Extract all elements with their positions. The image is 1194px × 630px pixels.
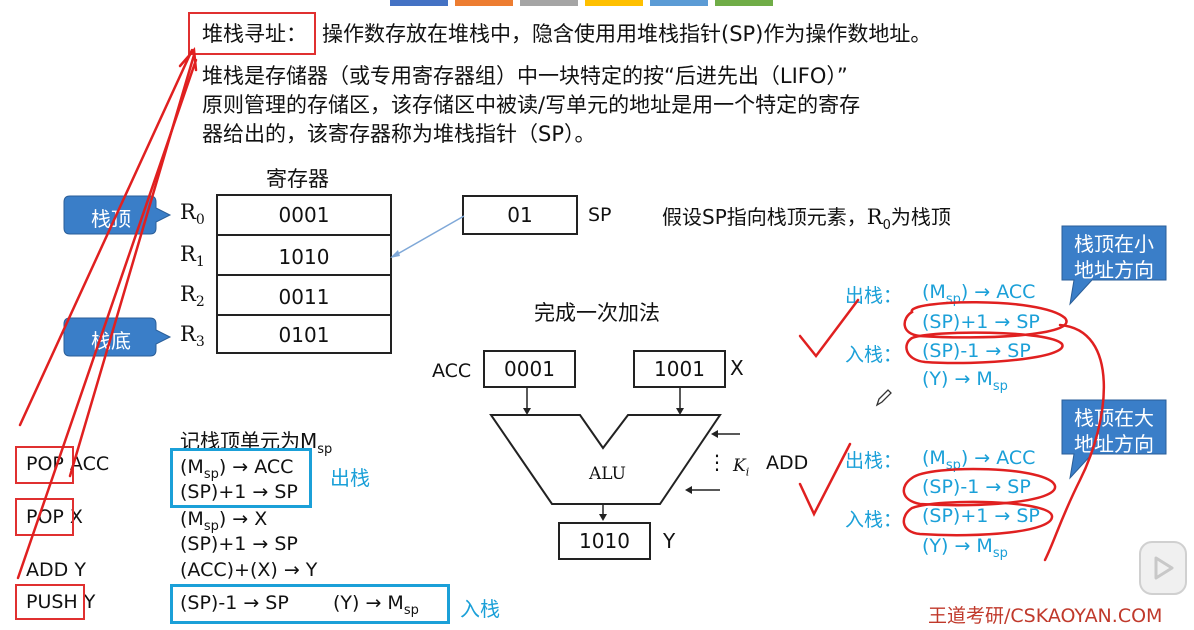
large-pop-label: 出栈： <box>845 450 903 472</box>
register-r3-label: R3 <box>180 322 205 351</box>
small-line2: (SP)+1 → SP <box>922 311 1040 333</box>
definition-line4: 器给出的，该寄存器称为堆栈指针（SP）。 <box>202 122 596 146</box>
acc-register-cell: 0001 <box>483 350 576 388</box>
oval-small-bottom <box>905 331 1064 365</box>
control-dots: ⋮ <box>707 450 727 474</box>
op-pop-x-1: (Msp) → X <box>180 508 268 534</box>
sp-pointer-arrow <box>390 215 465 258</box>
top-tab-5 <box>650 0 708 6</box>
top-tab-6 <box>715 0 773 6</box>
red-arrow-3 <box>16 58 198 580</box>
x-label: X <box>730 356 744 380</box>
definition-line2: 堆栈是存储器（或专用寄存器组）中一块特定的按“后进先出（LIFO）” <box>202 64 848 88</box>
op-push-y-1: (SP)-1 → SP <box>180 592 289 614</box>
pop-group-label: 出栈 <box>330 466 370 490</box>
top-tab-2 <box>455 0 513 6</box>
small-pop-label: 出栈： <box>845 285 903 307</box>
assumption-text: 假设SP指向栈顶元素，R0为栈顶 <box>662 205 951 233</box>
small-line4: (Y) → Msp <box>922 368 1008 394</box>
op-add-y: (ACC)+(X) → Y <box>180 559 318 581</box>
definition-title: 堆栈寻址： <box>202 22 307 46</box>
check-mark-1 <box>798 298 860 359</box>
op-pop-acc-1: (Msp) → ACC <box>180 456 294 482</box>
register-r3-cell: 0101 <box>216 314 392 354</box>
op-pop-x-2: (SP)+1 → SP <box>180 533 298 555</box>
register-r0-label: R0 <box>180 200 205 229</box>
small-line3: (SP)-1 → SP <box>922 340 1031 362</box>
register-r1-cell: 1010 <box>216 234 392 276</box>
instruction-add-y: ADD Y <box>26 559 86 581</box>
small-push-label: 入栈： <box>845 344 903 366</box>
top-tab-1 <box>390 0 448 6</box>
sp-label: SP <box>588 204 612 226</box>
register-r0-cell: 0001 <box>216 194 392 236</box>
top-tab-4 <box>585 0 643 6</box>
y-register-cell: 1010 <box>558 522 651 560</box>
push-group-label: 入栈 <box>460 597 500 621</box>
push-group-box <box>170 584 450 624</box>
callout-small-address-line2: 地址方向 <box>1074 258 1154 282</box>
pen-cursor-icon <box>875 389 892 407</box>
oval-large-bottom <box>902 500 1054 537</box>
watermark: 王道考研/CSKAOYAN.COM <box>928 605 1163 627</box>
check-mark-2 <box>798 442 852 517</box>
alu-caption: 完成一次加法 <box>534 301 660 325</box>
stack-bottom-callout-shape <box>63 317 172 357</box>
instruction-push-y: PUSH Y <box>26 591 96 613</box>
definition-title-highlight <box>188 12 316 55</box>
callout-small-address-shape <box>1061 225 1167 306</box>
pop-group-box <box>170 448 312 508</box>
alu-label: ALU <box>589 464 626 484</box>
large-push-label: 入栈： <box>845 509 903 531</box>
top-tab-3 <box>520 0 578 6</box>
red-arrow-head-1 <box>178 47 198 72</box>
register-title: 寄存器 <box>266 167 329 191</box>
play-button-icon[interactable] <box>1138 540 1188 596</box>
swap-loop <box>1043 323 1106 562</box>
callout-large-address-line1: 栈顶在大 <box>1074 406 1154 430</box>
register-r1-label: R1 <box>180 242 205 271</box>
x-register-cell: 1001 <box>633 350 726 388</box>
alu-shape <box>489 388 740 521</box>
oval-large-top <box>902 467 1057 507</box>
ki-label: Ki <box>733 456 750 479</box>
large-line3: (SP)+1 → SP <box>922 505 1040 527</box>
callout-small-address-line1: 栈顶在小 <box>1074 232 1154 256</box>
add-control-label: ADD <box>766 452 809 474</box>
acc-label: ACC <box>432 360 472 382</box>
callout-large-address-shape <box>1061 399 1167 480</box>
op-push-y-2: (Y) → Msp <box>333 592 419 618</box>
callout-large-address-line2: 地址方向 <box>1074 432 1154 456</box>
large-line4: (Y) → Msp <box>922 535 1008 561</box>
sp-register-cell: 01 <box>462 195 578 235</box>
push-y-highlight <box>15 584 85 620</box>
oval-small-top <box>903 301 1068 339</box>
large-line2: (SP)-1 → SP <box>922 476 1031 498</box>
definition-line1: 操作数存放在堆栈中，隐含使用用堆栈指针(SP)作为操作数地址。 <box>322 22 932 46</box>
register-r2-cell: 0011 <box>216 274 392 316</box>
red-arrow-1 <box>18 48 194 427</box>
y-label: Y <box>663 529 676 553</box>
op-pop-acc-2: (SP)+1 → SP <box>180 481 298 503</box>
definition-line3: 原则管理的存储区，该存储区中被读/写单元的地址是用一个特定的寄存 <box>202 93 861 117</box>
register-r2-label: R2 <box>180 282 205 311</box>
